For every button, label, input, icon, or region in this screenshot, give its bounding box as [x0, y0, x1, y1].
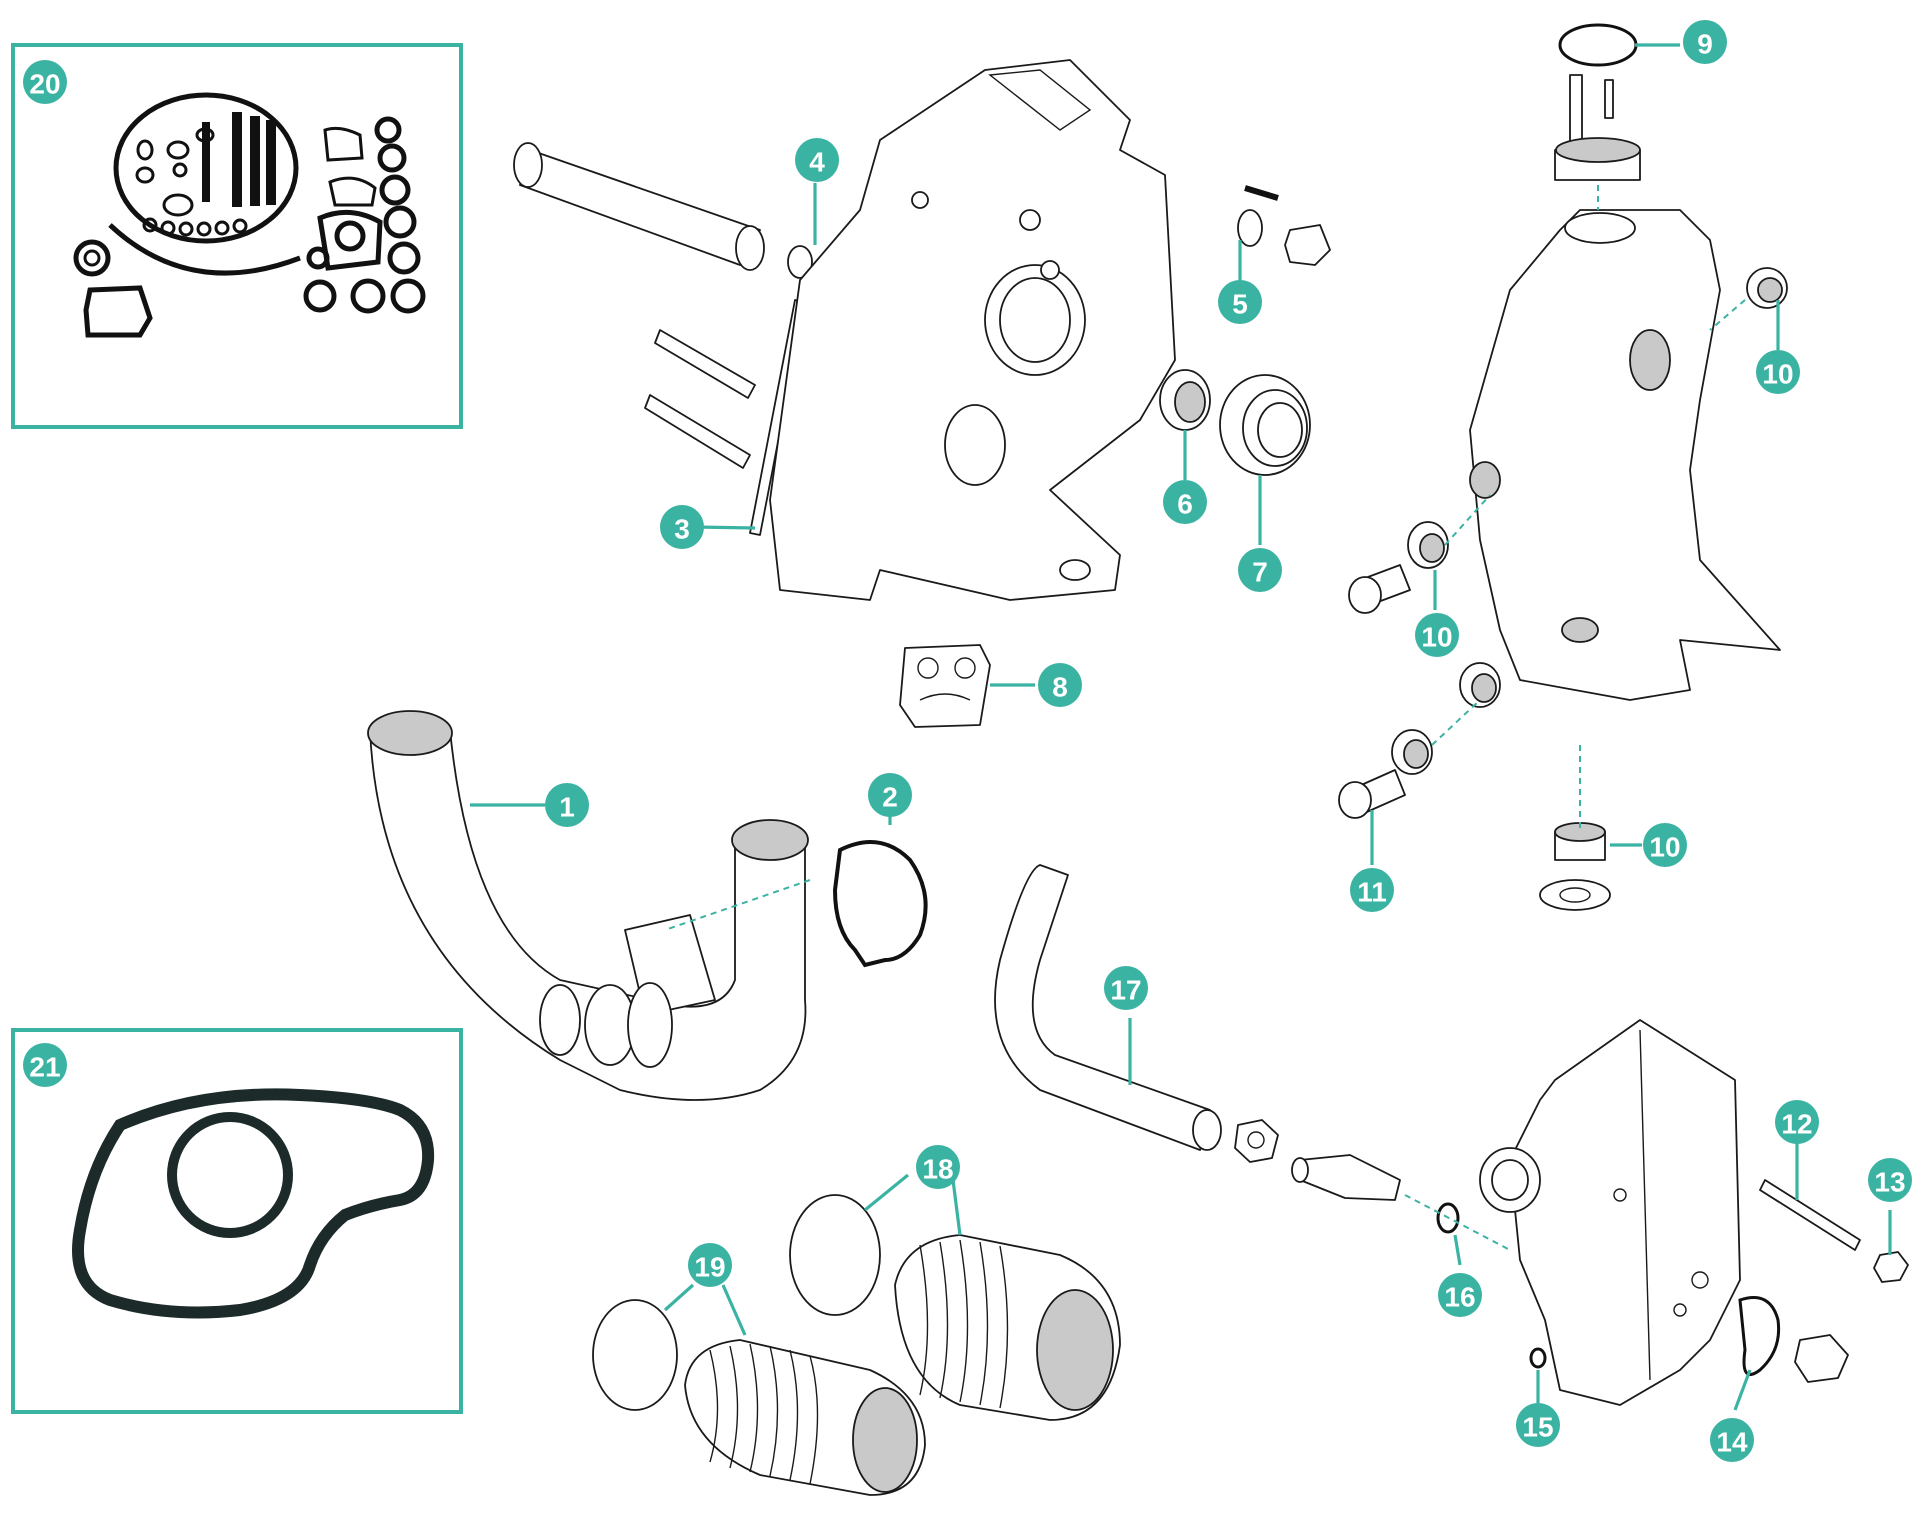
leader-lines: [470, 43, 1892, 1411]
callout-label: 10: [1649, 832, 1680, 863]
callout-19: 19: [688, 1243, 732, 1287]
large-gasket-drawing: [72, 1088, 435, 1319]
bushing-side: [1391, 662, 1501, 775]
top-bushing: [1554, 137, 1641, 181]
callout-label: 18: [922, 1154, 953, 1185]
clamp-small: [592, 1299, 678, 1411]
assembly-guides: [664, 185, 1746, 1251]
gasket-kit-drawing: [73, 92, 426, 338]
callout-label: 3: [674, 514, 690, 545]
callout-13: 13: [1868, 1158, 1912, 1202]
callout-17: 17: [1104, 966, 1148, 1010]
inset-gasket-kit: [11, 43, 463, 429]
callout-7: 7: [1238, 548, 1282, 592]
callout-label: 1: [559, 792, 575, 823]
callout-label: 13: [1874, 1167, 1905, 1198]
callout-10-middle: 10: [1415, 613, 1459, 657]
bellows-small: [684, 1339, 926, 1496]
clamp-large: [789, 1194, 881, 1316]
small-oring-drawing: [167, 1112, 293, 1238]
callout-20: 20: [23, 60, 67, 104]
elbow-gasket: [832, 840, 928, 968]
callout-8: 8: [1038, 663, 1082, 707]
callout-label: 17: [1110, 975, 1141, 1006]
stud-nut: [1873, 1251, 1909, 1283]
top-oring: [1558, 23, 1638, 67]
housing-nut: [1794, 1334, 1849, 1383]
water-hose: [994, 864, 1222, 1151]
hose-fitting: [1291, 1154, 1401, 1201]
callout-label: 2: [882, 782, 898, 813]
studs: [644, 329, 756, 469]
callout-16: 16: [1438, 1273, 1482, 1317]
intermediate-housing: [1479, 1019, 1741, 1406]
callout-21: 21: [23, 1043, 67, 1087]
callout-label: 6: [1177, 489, 1193, 520]
callout-12: 12: [1775, 1100, 1819, 1144]
callout-label: 4: [809, 147, 825, 178]
bushing-right: [1746, 267, 1788, 309]
callout-label: 21: [29, 1052, 60, 1083]
bushing-lower: [1539, 822, 1611, 911]
callout-9: 9: [1683, 20, 1727, 64]
inset-housing-gasket: [11, 1028, 463, 1414]
housing-gasket: [1738, 1296, 1781, 1376]
callout-2: 2: [868, 773, 912, 817]
long-stud: [1759, 1179, 1861, 1251]
bushing-middle: [1407, 521, 1449, 569]
callout-6: 6: [1163, 480, 1207, 524]
exhaust-elbow: [367, 710, 809, 1101]
callout-label: 20: [29, 69, 60, 100]
callout-14: 14: [1710, 1418, 1754, 1462]
upper-gear-housing: [769, 59, 1176, 601]
callout-label: 7: [1252, 557, 1268, 588]
circlip-bracket: [1237, 185, 1331, 266]
callout-label: 8: [1052, 672, 1068, 703]
callout-label: 10: [1762, 359, 1793, 390]
callout-label: 5: [1232, 289, 1248, 320]
tiny-oring: [1529, 1347, 1547, 1369]
lower-gear-housing: [1469, 209, 1781, 701]
bolts: [1338, 564, 1411, 819]
fitting-oring: [1436, 1202, 1460, 1234]
callout-10-lower: 10: [1643, 823, 1687, 867]
bellows-large: [894, 1234, 1121, 1421]
callout-label: 15: [1522, 1412, 1553, 1443]
callout-label: 9: [1697, 29, 1713, 60]
callout-label: 12: [1781, 1109, 1812, 1140]
callout-4: 4: [795, 138, 839, 182]
callout-5: 5: [1218, 280, 1262, 324]
callout-11: 11: [1350, 868, 1394, 912]
drive-shaft: [513, 142, 765, 271]
callout-label: 19: [694, 1252, 725, 1283]
small-seal: [787, 245, 813, 279]
roller-bearing: [1219, 374, 1311, 476]
callout-3: 3: [660, 505, 704, 549]
callout-label: 14: [1716, 1427, 1748, 1458]
callout-10-right: 10: [1756, 350, 1800, 394]
callout-label: 16: [1444, 1282, 1475, 1313]
gasket-plate: [899, 644, 991, 728]
callout-1: 1: [545, 783, 589, 827]
callout-label: 11: [1357, 877, 1387, 908]
callout-15: 15: [1516, 1403, 1560, 1447]
hex-nut: [1234, 1119, 1279, 1163]
callout-label: 10: [1421, 622, 1452, 653]
bearing-cup: [1159, 369, 1211, 431]
callout-18: 18: [916, 1145, 960, 1189]
